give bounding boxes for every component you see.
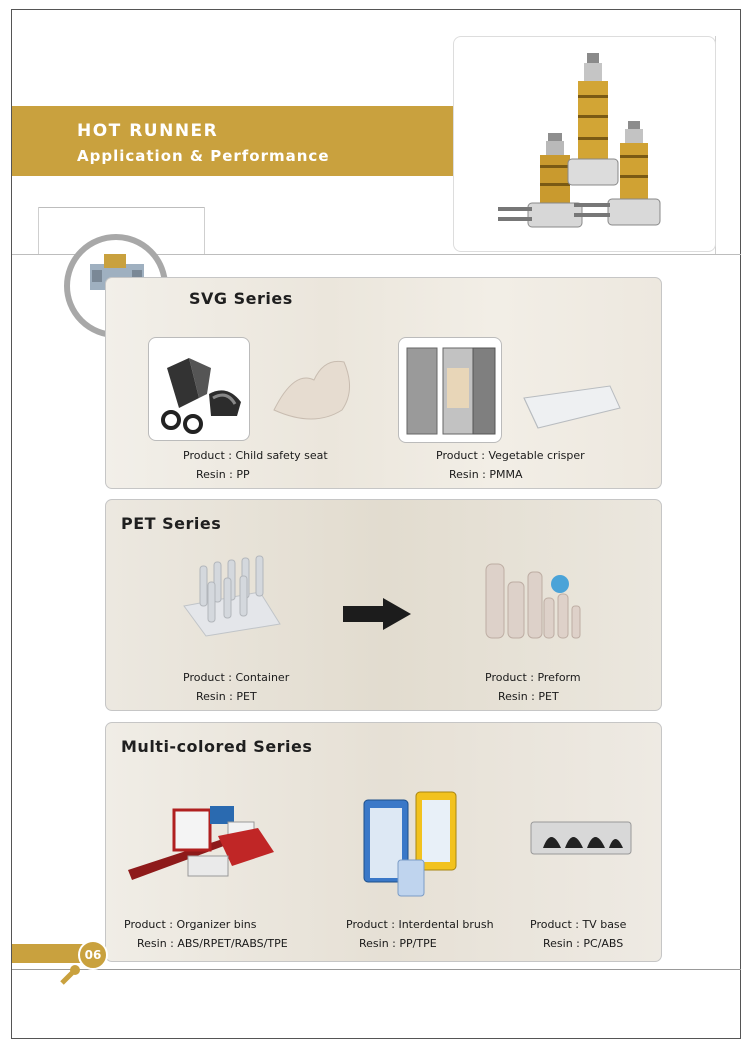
- multi-resin-label-1: Resin : ABS/RPET/RABS/TPE: [137, 937, 288, 950]
- footer-band: [12, 944, 88, 963]
- divider-line: [38, 207, 39, 254]
- svg-product-label-1: Product : Child safety seat: [183, 449, 328, 462]
- hot-runner-image: [453, 36, 716, 252]
- vegetable-crisper-image: [518, 380, 624, 434]
- multi-resin-label-2: Resin : PP/TPE: [359, 937, 437, 950]
- page-subtitle: Application & Performance: [77, 147, 330, 165]
- divider-line: [12, 254, 741, 255]
- pet-product-label-2: Product : Preform: [485, 671, 581, 684]
- hot-runner-nozzle-icon: [498, 53, 661, 228]
- multi-series-title: Multi-colored Series: [121, 737, 313, 756]
- svg-resin-label-1: Resin : PP: [196, 468, 250, 481]
- preform-array-image: [180, 552, 284, 638]
- multi-product-label-1: Product : Organizer bins: [124, 918, 257, 931]
- pet-series-title: PET Series: [121, 514, 222, 533]
- pet-resin-label-2: Resin : PET: [498, 690, 559, 703]
- divider-line: [204, 207, 205, 254]
- divider-line: [38, 207, 204, 208]
- organizer-bins-image: [128, 800, 278, 886]
- pet-product-label-1: Product : Container: [183, 671, 290, 684]
- bottles-image: [478, 552, 588, 642]
- interdental-brush-image: [362, 790, 462, 898]
- multi-product-label-3: Product : TV base: [530, 918, 627, 931]
- key-icon: [58, 963, 82, 987]
- multi-resin-label-3: Resin : PC/ABS: [543, 937, 624, 950]
- multi-product-label-2: Product : Interdental brush: [346, 918, 494, 931]
- footer-line: [12, 969, 741, 970]
- svg-series-title: SVG Series: [189, 289, 293, 308]
- page-number: 06: [78, 940, 108, 970]
- svg-product-label-2: Product : Vegetable crisper: [436, 449, 585, 462]
- svg-resin-label-2: Resin : PMMA: [449, 468, 523, 481]
- stroller-image: [148, 337, 250, 441]
- pet-resin-label-1: Resin : PET: [196, 690, 257, 703]
- tv-base-image: [529, 820, 633, 856]
- right-arrow-icon: [343, 598, 411, 630]
- child-seat-image: [264, 350, 364, 430]
- refrigerator-image: [398, 337, 502, 443]
- page-title: HOT RUNNER: [77, 121, 219, 141]
